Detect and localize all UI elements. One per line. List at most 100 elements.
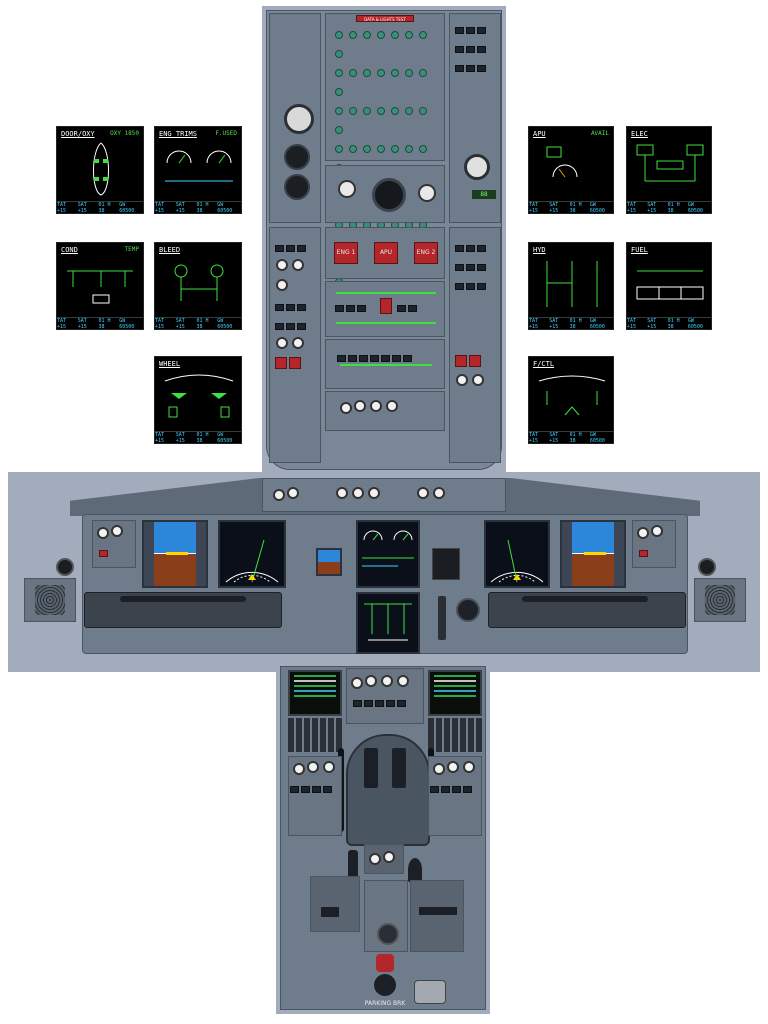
mcdu-left-keyboard[interactable]	[288, 718, 342, 752]
efis-knob[interactable]	[637, 527, 649, 539]
captain-efis-side[interactable]	[92, 520, 136, 568]
ovhd-button[interactable]	[408, 305, 417, 312]
fo-nd[interactable]	[484, 520, 550, 588]
fcu-knob[interactable]	[273, 489, 285, 501]
fire-test-selector[interactable]	[284, 174, 310, 200]
ovhd-button[interactable]	[290, 786, 299, 793]
fcu-knob[interactable]	[433, 487, 446, 499]
rcdr-knob[interactable]	[338, 180, 356, 198]
ovhd-button[interactable]	[455, 46, 464, 53]
fcu-knob[interactable]	[417, 487, 430, 499]
rmp-knob[interactable]	[463, 761, 475, 773]
emer-knob[interactable]	[418, 184, 436, 202]
ovhd-knob[interactable]	[386, 400, 398, 412]
oxy-selector[interactable]	[284, 144, 310, 170]
ovhd-button[interactable]	[297, 245, 306, 252]
left-clock-knob[interactable]	[56, 558, 74, 576]
ovhd-button[interactable]	[335, 305, 344, 312]
ovhd-button[interactable]	[466, 283, 475, 290]
rmp-knob[interactable]	[447, 761, 459, 773]
captain-tray-handle[interactable]	[120, 596, 246, 602]
lower-pedestal-button[interactable]	[321, 907, 339, 917]
ovhd-button[interactable]	[463, 786, 472, 793]
gear-lever[interactable]	[438, 596, 446, 640]
ovhd-button[interactable]	[477, 46, 486, 53]
ovhd-button[interactable]	[275, 304, 284, 311]
thrust-lever-1[interactable]	[364, 748, 378, 788]
red-guard-switch[interactable]	[455, 355, 467, 367]
rudder-trim-knob[interactable]	[377, 923, 399, 945]
mcdu-right[interactable]	[428, 670, 482, 716]
eng1-fire-pushbutton[interactable]: ENG 1	[334, 242, 358, 264]
right-clock-knob[interactable]	[698, 558, 716, 576]
ovhd-button[interactable]	[392, 355, 401, 362]
rmp-knob[interactable]	[293, 763, 305, 775]
ovhd-button[interactable]	[452, 786, 461, 793]
rmp-knob[interactable]	[323, 761, 335, 773]
speedbrake-lever[interactable]	[348, 850, 358, 880]
rmp-left[interactable]	[288, 756, 342, 836]
ovhd-button[interactable]	[477, 27, 486, 34]
ovhd-button[interactable]	[381, 355, 390, 362]
ped-knob[interactable]	[397, 675, 409, 687]
ovhd-button[interactable]	[297, 304, 306, 311]
ovhd-button[interactable]	[386, 700, 395, 707]
ovhd-button[interactable]	[275, 323, 284, 330]
ovhd-button[interactable]	[286, 323, 295, 330]
ovhd-button[interactable]	[466, 46, 475, 53]
captain-nd[interactable]	[218, 520, 286, 588]
ovhd-knob[interactable]	[370, 400, 382, 412]
efis-knob[interactable]	[111, 525, 123, 537]
ovhd-button[interactable]	[441, 786, 450, 793]
ovhd-knob[interactable]	[292, 337, 304, 349]
autobrake-panel[interactable]	[432, 548, 460, 580]
fcu-knob[interactable]	[287, 487, 299, 499]
ovhd-button[interactable]	[455, 65, 464, 72]
ovhd-knob[interactable]	[292, 259, 304, 271]
mode-selector-knob[interactable]	[284, 104, 314, 134]
flap-lever[interactable]	[408, 858, 422, 882]
red-guard-switch[interactable]	[469, 355, 481, 367]
fo-pfd[interactable]	[560, 520, 626, 588]
parking-brake-handle[interactable]	[374, 954, 396, 998]
ovhd-button[interactable]	[455, 245, 464, 252]
rmp-right[interactable]	[428, 756, 482, 836]
ovhd-button[interactable]	[477, 264, 486, 271]
ovhd-button[interactable]	[455, 264, 464, 271]
rmp-knob[interactable]	[433, 763, 445, 775]
mcdu-left[interactable]	[288, 670, 342, 716]
ovhd-button[interactable]	[477, 65, 486, 72]
ovhd-button[interactable]	[357, 305, 366, 312]
ovhd-knob[interactable]	[276, 337, 288, 349]
red-guard-switch[interactable]	[275, 357, 287, 369]
sidestick-priority[interactable]	[99, 550, 108, 557]
mcdu-right-keyboard[interactable]	[428, 718, 482, 752]
fo-efis-side[interactable]	[632, 520, 676, 568]
lower-ecam-sd[interactable]	[356, 592, 420, 654]
ovhd-knob[interactable]	[340, 402, 352, 414]
red-guard-switch[interactable]	[289, 357, 301, 369]
ovhd-button[interactable]	[477, 245, 486, 252]
ovhd-button[interactable]	[348, 355, 357, 362]
ovhd-button[interactable]	[466, 27, 475, 34]
eng2-fire-pushbutton[interactable]: ENG 2	[414, 242, 438, 264]
ovhd-button[interactable]	[466, 245, 475, 252]
ped-knob[interactable]	[365, 675, 377, 687]
ovhd-button[interactable]	[323, 786, 332, 793]
ovhd-button[interactable]	[346, 305, 355, 312]
apu-knob[interactable]	[464, 154, 490, 180]
eng-master-switch[interactable]	[383, 851, 395, 863]
ovhd-button[interactable]	[455, 283, 464, 290]
fcu-knob[interactable]	[352, 487, 365, 499]
eng-master-switch[interactable]	[369, 853, 381, 865]
